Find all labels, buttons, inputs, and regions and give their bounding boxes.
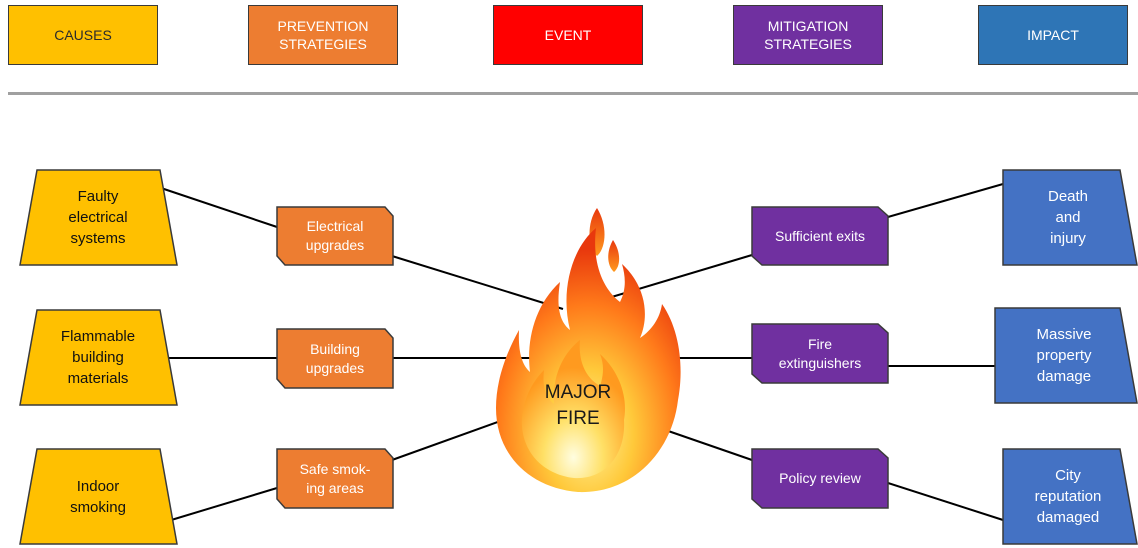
- impact-shape: [994, 307, 1138, 404]
- impact-shape: [1002, 448, 1138, 545]
- cause-shape: [19, 448, 178, 545]
- prevention-shapes: [276, 206, 394, 509]
- flame-icon: [496, 208, 681, 493]
- legend-causes: CAUSES: [8, 5, 158, 65]
- cause-shape: [19, 309, 178, 406]
- prevention-electrical-upgrades: Electrical upgrades: [305, 218, 365, 253]
- prevention-shape: [276, 448, 394, 509]
- prevention-shape: [276, 206, 394, 266]
- legend-event: EVENT: [493, 5, 643, 65]
- mitigation-shape: [751, 323, 889, 384]
- cause-faulty-electrical-systems: Faulty electrical systems: [68, 188, 128, 247]
- impact-massive-property-damage: Massive property damage: [1036, 326, 1092, 385]
- connector-line: [157, 186, 278, 228]
- connector-line: [887, 183, 1004, 218]
- impact-city-reputation-damaged: City reputation damaged: [1034, 467, 1102, 526]
- event-label: MAJOR FIRE: [544, 382, 612, 429]
- prevention-shape: [276, 328, 394, 389]
- cause-indoor-smoking: Indoor smoking: [70, 477, 126, 516]
- mitigation-sufficient-exits: Sufficient exits: [774, 227, 865, 244]
- prevention-safe-smoking-areas: Safe smok- ing areas: [299, 460, 371, 496]
- mitigation-fire-extinguishers: Fire extinguishers: [778, 335, 862, 371]
- prevention-building-upgrades: Building upgrades: [305, 340, 365, 376]
- connector-line: [391, 255, 564, 310]
- impact-shape: [1002, 169, 1138, 266]
- impact-shapes: [994, 169, 1138, 545]
- mitigation-shape: [751, 448, 889, 509]
- legend-divider: [8, 92, 1138, 95]
- legend-prevention-strategies: PREVENTION STRATEGIES: [248, 5, 398, 65]
- mitigation-shapes: [751, 206, 889, 509]
- cause-flammable-building-materials: Flammable building materials: [60, 328, 136, 387]
- cause-shapes: [19, 169, 178, 545]
- impact-death-and-injury: Death and injury: [1047, 188, 1089, 247]
- legend-impact: IMPACT: [978, 5, 1128, 65]
- mitigation-policy-review: Policy review: [779, 470, 861, 486]
- legend-mitigation-strategies: MITIGATION STRATEGIES: [733, 5, 883, 65]
- connector-line: [887, 482, 1004, 521]
- cause-shape: [19, 169, 178, 266]
- mitigation-shape: [751, 206, 889, 266]
- connector-line: [157, 487, 278, 525]
